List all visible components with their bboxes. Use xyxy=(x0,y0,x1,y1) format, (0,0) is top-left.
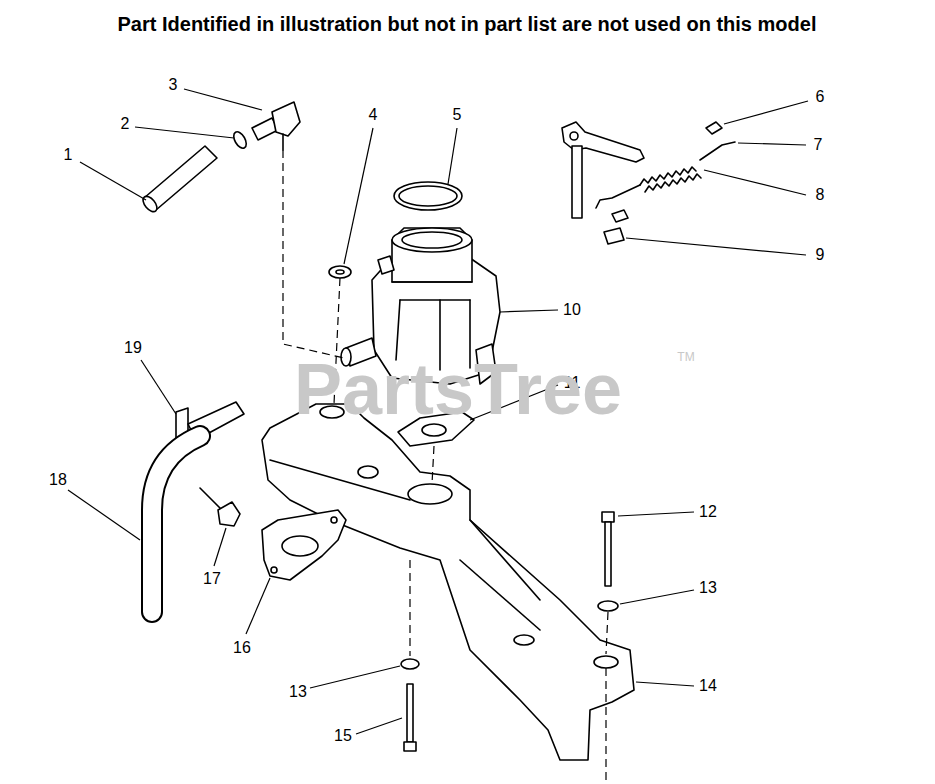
callout-number: 2 xyxy=(121,115,130,133)
bolt xyxy=(602,512,614,522)
callout-number: 1 xyxy=(64,146,73,164)
callout-number: 12 xyxy=(699,503,717,521)
manifold-gasket xyxy=(262,510,346,580)
governor-spring xyxy=(596,142,735,208)
callout-number: 8 xyxy=(816,186,825,204)
hose-clamp xyxy=(231,130,249,151)
fuel-hose xyxy=(144,146,217,210)
callout-number: 6 xyxy=(816,88,825,106)
callout-number: 10 xyxy=(563,301,581,319)
callout-number: 4 xyxy=(369,106,378,124)
washer xyxy=(401,659,419,669)
callout-number: 13 xyxy=(289,683,307,701)
callout-number: 17 xyxy=(203,570,221,588)
link-clip xyxy=(612,210,628,222)
washer xyxy=(598,601,618,611)
alignment-line xyxy=(283,150,344,358)
bolt xyxy=(407,684,413,742)
watermark-mark: TM xyxy=(677,351,694,364)
callout-number: 7 xyxy=(814,136,823,154)
vent-tube xyxy=(152,436,200,612)
washer xyxy=(329,266,351,278)
callout-number: 5 xyxy=(453,106,462,124)
callout-number: 3 xyxy=(169,76,178,94)
callout-number: 14 xyxy=(699,677,717,695)
leader-lines xyxy=(68,89,808,734)
intake-manifold xyxy=(262,404,634,760)
callout-number: 9 xyxy=(816,246,825,264)
watermark: PartsTree xyxy=(294,350,622,429)
callout-number: 15 xyxy=(334,727,352,745)
callout-number: 16 xyxy=(233,639,251,657)
bolt xyxy=(200,488,222,510)
callout-number: 13 xyxy=(699,579,717,597)
spring-clip xyxy=(706,122,722,134)
callout-number: 19 xyxy=(124,339,142,357)
callout-number: 18 xyxy=(49,471,67,489)
note-heading: Part Identified in illustration but not … xyxy=(118,13,817,35)
o-ring xyxy=(394,182,462,210)
